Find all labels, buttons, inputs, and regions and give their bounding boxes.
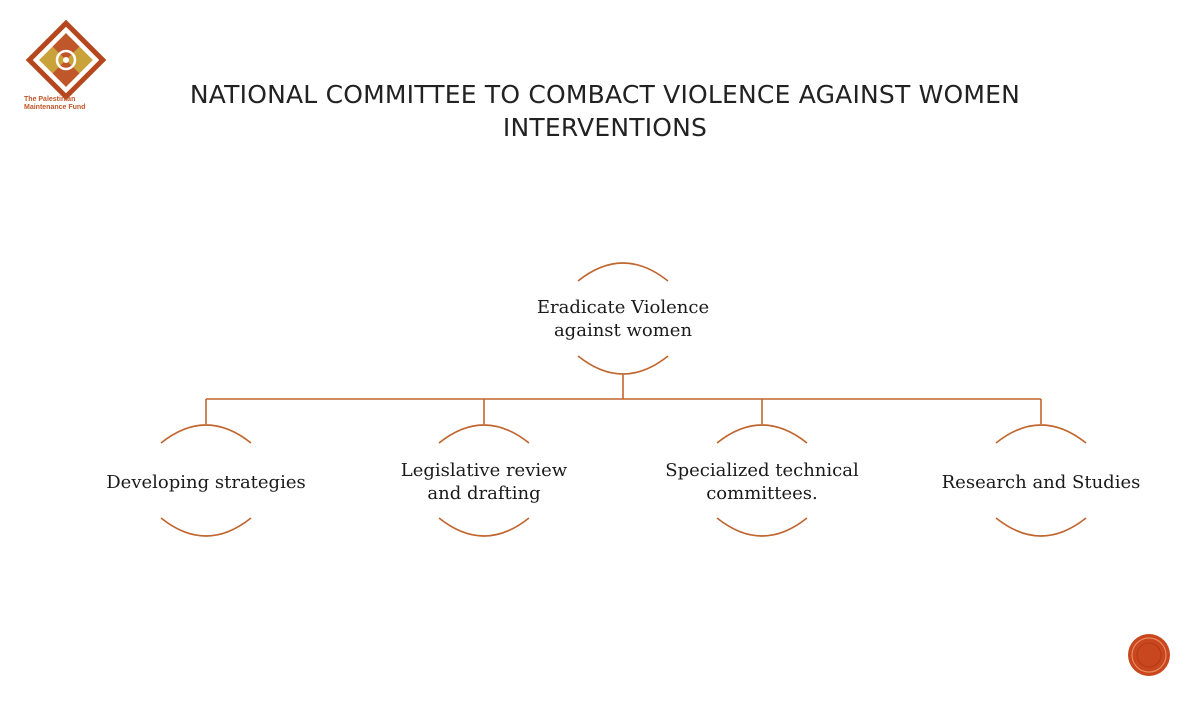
child-node-3-label-line1: Specialized technical: [665, 460, 859, 481]
slide-title-line2: INTERVENTIONS: [502, 113, 708, 142]
child-node-2-label-line2: and drafting: [427, 483, 541, 504]
slide-title-line1: NATIONAL COMMITTEE TO COMBACT VIOLENCE A…: [189, 80, 1021, 109]
child-node-1-label-line1: Developing strategies: [106, 472, 306, 493]
child-node-1-top-arc: [160, 424, 252, 444]
child-node-2-label-line1: Legislative review: [400, 460, 568, 481]
child-node-4-top-arc: [995, 424, 1087, 444]
root-node-bottom-arc: [577, 355, 669, 375]
child-node-1-bottom-arc: [160, 517, 252, 537]
child-node-3-label-line2: committees.: [706, 483, 818, 504]
child-node-4-label: Research and Studies: [921, 471, 1161, 494]
logo-text: The Palestinian Maintenance Fund: [24, 96, 124, 112]
logo-text-line1: The Palestinian: [24, 96, 76, 103]
root-node-label-line2: against women: [553, 320, 693, 341]
child-node-4-label-line1: Research and Studies: [941, 472, 1141, 493]
root-node-label: Eradicate Violence against women: [523, 296, 723, 342]
child-node-4-bottom-arc: [995, 517, 1087, 537]
child-node-2-bottom-arc: [438, 517, 530, 537]
slide-title: NATIONAL COMMITTEE TO COMBACT VIOLENCE A…: [100, 78, 1110, 144]
root-node-top-arc: [577, 262, 669, 282]
child-node-3-label: Specialized technical committees.: [647, 459, 877, 505]
palestinian-maintenance-fund-logo-icon: [25, 20, 107, 101]
next-slide-circle-icon[interactable]: [1126, 632, 1172, 678]
child-node-3-bottom-arc: [716, 517, 808, 537]
logo-text-line2: Maintenance Fund: [24, 104, 86, 111]
child-node-1-label: Developing strategies: [86, 471, 326, 494]
child-node-3-top-arc: [716, 424, 808, 444]
child-node-2-top-arc: [438, 424, 530, 444]
root-node-label-line1: Eradicate Violence: [536, 297, 710, 318]
child-node-2-label: Legislative review and drafting: [374, 459, 594, 505]
